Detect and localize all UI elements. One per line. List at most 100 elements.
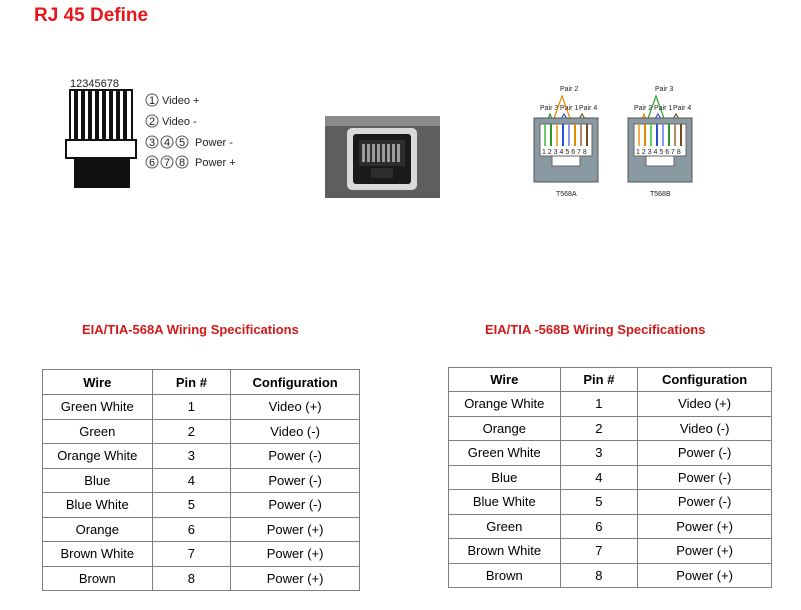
table-cell: Power (+) <box>637 538 772 564</box>
table-cell: 8 <box>151 565 232 591</box>
t568a-label: T568A <box>556 191 577 198</box>
table-cell: Power (-) <box>230 443 360 469</box>
table-cell: Brown <box>42 565 153 591</box>
legend-label-2: Video - <box>162 116 197 128</box>
table-cell: 5 <box>559 489 639 515</box>
column-header: Pin # <box>559 367 639 392</box>
legend-label-1: Video + <box>162 95 199 107</box>
svg-text:Pair 3: Pair 3 <box>540 105 558 112</box>
table-cell: Orange <box>42 516 153 542</box>
table-cell: Green <box>42 418 153 444</box>
svg-text:4: 4 <box>164 137 170 149</box>
svg-text:1 2 3 4 5 6 7 8: 1 2 3 4 5 6 7 8 <box>636 149 681 156</box>
table-cell: Blue White <box>448 489 561 515</box>
table-cell: 2 <box>559 415 639 441</box>
table-cell: Brown <box>448 562 561 588</box>
table-cell: 7 <box>151 541 232 567</box>
svg-text:1: 1 <box>149 95 155 107</box>
table-cell: Video (+) <box>637 391 772 417</box>
table-cell: 4 <box>151 467 232 493</box>
table-cell: 6 <box>559 513 639 539</box>
table-cell: 5 <box>151 492 232 518</box>
legend-label-4: Power + <box>195 157 236 169</box>
svg-text:Pair 4: Pair 4 <box>673 105 691 112</box>
table-cell: Orange White <box>42 443 153 469</box>
column-header: Wire <box>448 367 561 392</box>
table-cell: Video (+) <box>230 394 360 420</box>
table-cell: Power (-) <box>637 464 772 490</box>
plug-pin-numbers: 12345678 <box>70 78 119 90</box>
svg-text:5: 5 <box>179 137 185 149</box>
table-a-heading: EIA/TIA-568A Wiring Specifications <box>82 322 299 337</box>
column-header: Configuration <box>637 367 772 392</box>
svg-text:Pair 2: Pair 2 <box>560 86 578 93</box>
plug-latch <box>65 139 137 159</box>
table-cell: 3 <box>151 443 232 469</box>
table-cell: Brown White <box>448 538 561 564</box>
table-cell: Power (+) <box>230 565 360 591</box>
table-cell: Power (+) <box>230 541 360 567</box>
t568a-jack: Pair 2 Pair 3 Pair 1 Pair 4 1 2 3 4 5 6 … <box>533 86 599 198</box>
table-cell: 8 <box>559 562 639 588</box>
table-cell: Blue <box>42 467 153 493</box>
table-cell: Power (-) <box>637 489 772 515</box>
table-cell: 6 <box>151 516 232 542</box>
plug-legend: 1 Video + 2 Video - 3 4 5 Power - 6 7 8 … <box>145 93 236 169</box>
table-cell: Green <box>448 513 561 539</box>
table-cell: Power (+) <box>230 516 360 542</box>
svg-text:Pair 4: Pair 4 <box>579 105 597 112</box>
table-cell: Green White <box>42 394 153 420</box>
svg-text:3: 3 <box>149 137 155 149</box>
table-cell: 4 <box>559 464 639 490</box>
table-cell: Video (-) <box>230 418 360 444</box>
t568b-label: T568B <box>650 191 671 198</box>
t568b-jack: Pair 3 Pair 2 Pair 1 Pair 4 1 2 3 4 5 6 … <box>627 86 693 198</box>
svg-text:6: 6 <box>149 157 155 169</box>
table-cell: 2 <box>151 418 232 444</box>
legend-label-3: Power - <box>195 137 233 149</box>
table-cell: Power (+) <box>637 562 772 588</box>
rj45-plug-diagram: 12345678 1 Video + 2 Video - 3 4 5 Power… <box>65 78 236 188</box>
column-header: Pin # <box>151 369 232 395</box>
table-cell: Power (+) <box>637 513 772 539</box>
table-cell: Video (-) <box>637 415 772 441</box>
svg-text:Pair 2: Pair 2 <box>634 105 652 112</box>
svg-text:2: 2 <box>149 116 155 128</box>
svg-text:1 2 3 4 5 6 7 8: 1 2 3 4 5 6 7 8 <box>542 149 587 156</box>
table-cell: Brown White <box>42 541 153 567</box>
plug-contacts <box>74 90 127 140</box>
table-cell: Power (-) <box>637 440 772 466</box>
column-header: Wire <box>42 369 153 395</box>
table-cell: 7 <box>559 538 639 564</box>
t568-jack-diagrams: Pair 2 Pair 3 Pair 1 Pair 4 1 2 3 4 5 6 … <box>533 86 693 198</box>
svg-text:8: 8 <box>179 157 185 169</box>
table-cell: Power (-) <box>230 492 360 518</box>
table-cell: Orange White <box>448 391 561 417</box>
column-header: Configuration <box>230 369 360 395</box>
svg-text:Pair 1: Pair 1 <box>560 105 578 112</box>
page-title: RJ 45 Define <box>34 5 149 26</box>
table-cell: Power (-) <box>230 467 360 493</box>
svg-text:Pair 1: Pair 1 <box>654 105 672 112</box>
svg-text:7: 7 <box>164 157 170 169</box>
rj45-jack-photo <box>325 116 440 198</box>
table-cell: Blue White <box>42 492 153 518</box>
table-b-heading: EIA/TIA -568B Wiring Specifications <box>485 322 706 337</box>
table-cell: Blue <box>448 464 561 490</box>
table-cell: Orange <box>448 415 561 441</box>
